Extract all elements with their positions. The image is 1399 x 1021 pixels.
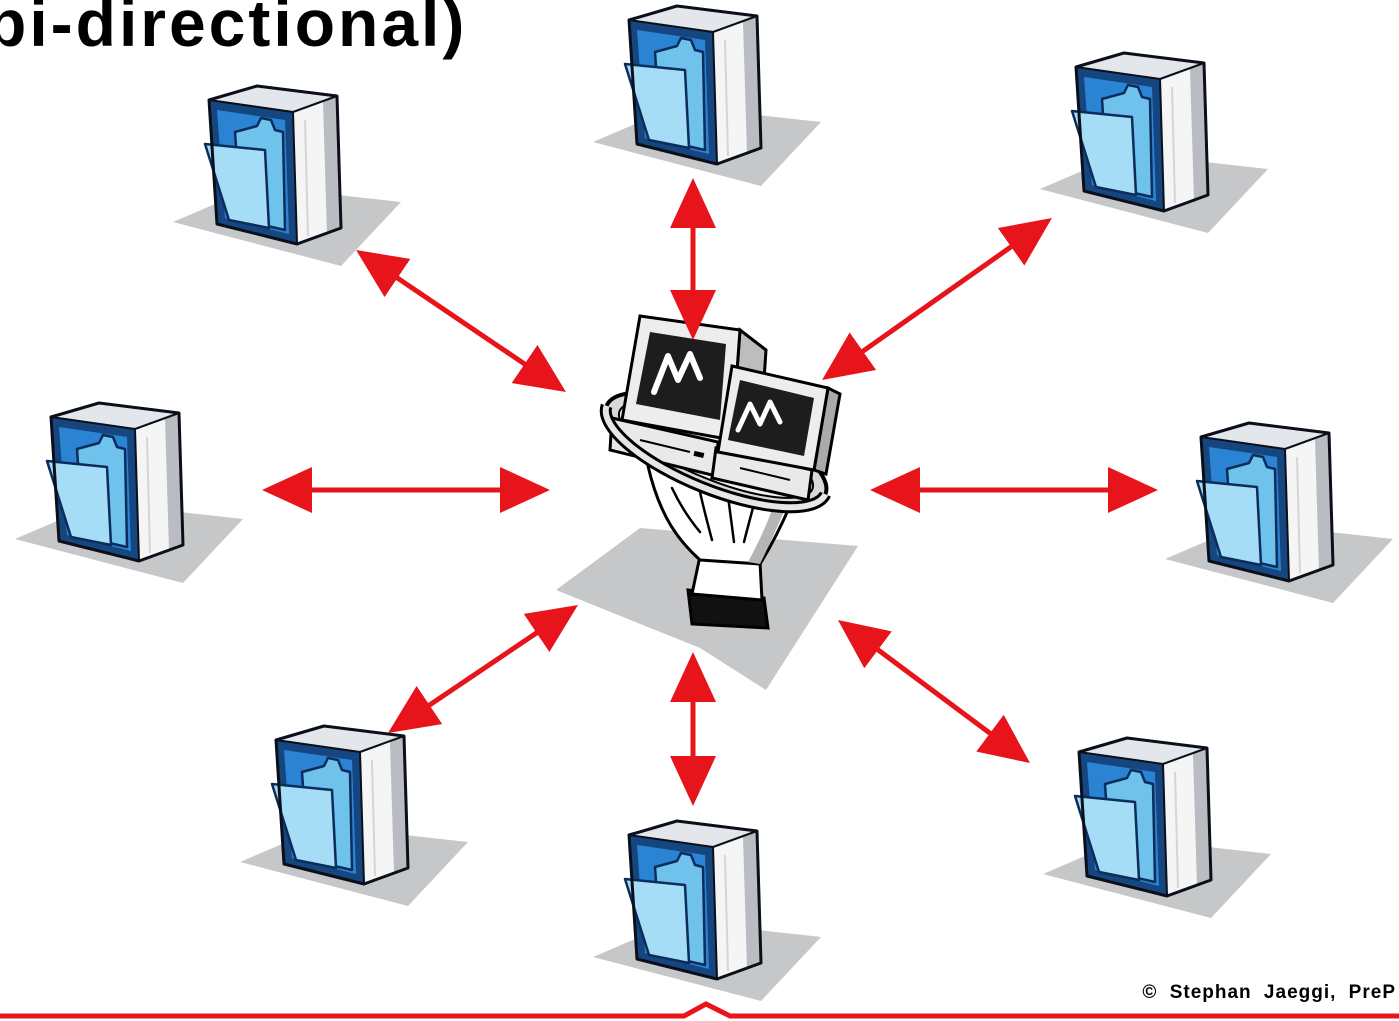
file-server-icon-left — [13, 401, 245, 585]
arrow-bottom-left — [388, 605, 578, 733]
hub-tray-rim-highlight — [602, 404, 829, 511]
file-server-icon-top-right — [1038, 51, 1270, 235]
slide-title: bi-directional) — [0, 0, 468, 60]
computer-screen-right — [728, 380, 814, 456]
file-server-icon-right — [1163, 421, 1395, 605]
computer-icon-right — [710, 364, 842, 502]
arrow-bottom-right — [837, 619, 1031, 764]
file-server-icon-bottom — [591, 819, 823, 1003]
screen-logo-icon — [651, 351, 703, 395]
file-server-icon-top-left — [171, 84, 403, 268]
footer-rule — [0, 1001, 1399, 1019]
screen-logo-icon — [735, 399, 783, 433]
copyright-footer: © Stephan Jaeggi, PreP — [1142, 982, 1396, 1003]
double-headed-arrow-icons — [262, 178, 1158, 806]
file-server-icon-top — [591, 4, 823, 188]
file-server-icon-bottom-right — [1041, 736, 1273, 920]
hand-holding-computers-icon — [556, 314, 858, 690]
computer-icon-left — [608, 314, 768, 478]
arrow-top-right — [822, 217, 1052, 381]
arrow-top-left — [356, 249, 566, 393]
file-server-icon-bottom-left — [238, 724, 470, 908]
